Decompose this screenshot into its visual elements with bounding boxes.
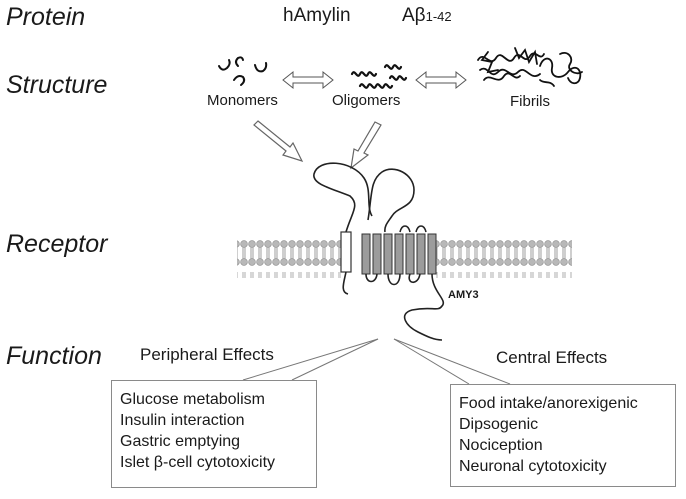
- row-label-receptor: Receptor: [6, 230, 108, 258]
- receptor-label-amy3: AMY3: [448, 289, 479, 301]
- connector-lines: [242, 338, 511, 385]
- central-effects-box: Food intake/anorexigenic Dipsogenic Noci…: [450, 384, 676, 487]
- peripheral-effects-box: Glucose metabolism Insulin interaction G…: [111, 380, 317, 488]
- row-label-structure: Structure: [6, 71, 108, 99]
- central-effect-item: Nociception: [459, 437, 543, 454]
- peripheral-effect-item: Gastric emptying: [120, 433, 241, 450]
- receptor-extracellular-domain: [313, 162, 427, 233]
- row-label-function: Function: [6, 342, 102, 370]
- central-effects-title: Central Effects: [496, 348, 608, 367]
- label-fibrils: Fibrils: [510, 93, 550, 110]
- fibrils-icon: [477, 47, 583, 87]
- central-effect-item: Dipsogenic: [459, 416, 539, 433]
- row-label-protein: Protein: [6, 3, 86, 31]
- receptor-intracellular-domain: [342, 271, 445, 341]
- receptor-transmembrane-helices: [361, 233, 437, 275]
- peripheral-effect-item: Insulin interaction: [120, 412, 245, 429]
- label-oligomers: Oligomers: [332, 92, 401, 109]
- protein-abeta-name: Aβ: [402, 5, 426, 26]
- protein-hamylin: hAmylin: [283, 5, 351, 26]
- monomers-icon: [218, 56, 268, 86]
- arrow-monomers-to-receptor: [253, 120, 304, 162]
- central-effect-item: Neuronal cytotoxicity: [459, 458, 607, 475]
- double-arrow-icon: [282, 70, 334, 90]
- ramp-helix: [340, 231, 352, 273]
- oligomers-icon: [350, 64, 408, 89]
- cell-membrane: [237, 233, 572, 278]
- label-monomers: Monomers: [207, 92, 278, 109]
- double-arrow-icon: [415, 70, 467, 90]
- protein-abeta: Aβ1-42: [402, 5, 452, 27]
- arrow-oligomers-to-receptor: [350, 121, 382, 170]
- peripheral-effect-item: Glucose metabolism: [120, 391, 265, 408]
- protein-abeta-subscript: 1-42: [425, 9, 452, 24]
- peripheral-effects-title: Peripheral Effects: [140, 345, 274, 364]
- peripheral-effect-item: Islet β-cell cytotoxicity: [120, 454, 276, 471]
- central-effect-item: Food intake/anorexigenic: [459, 395, 638, 412]
